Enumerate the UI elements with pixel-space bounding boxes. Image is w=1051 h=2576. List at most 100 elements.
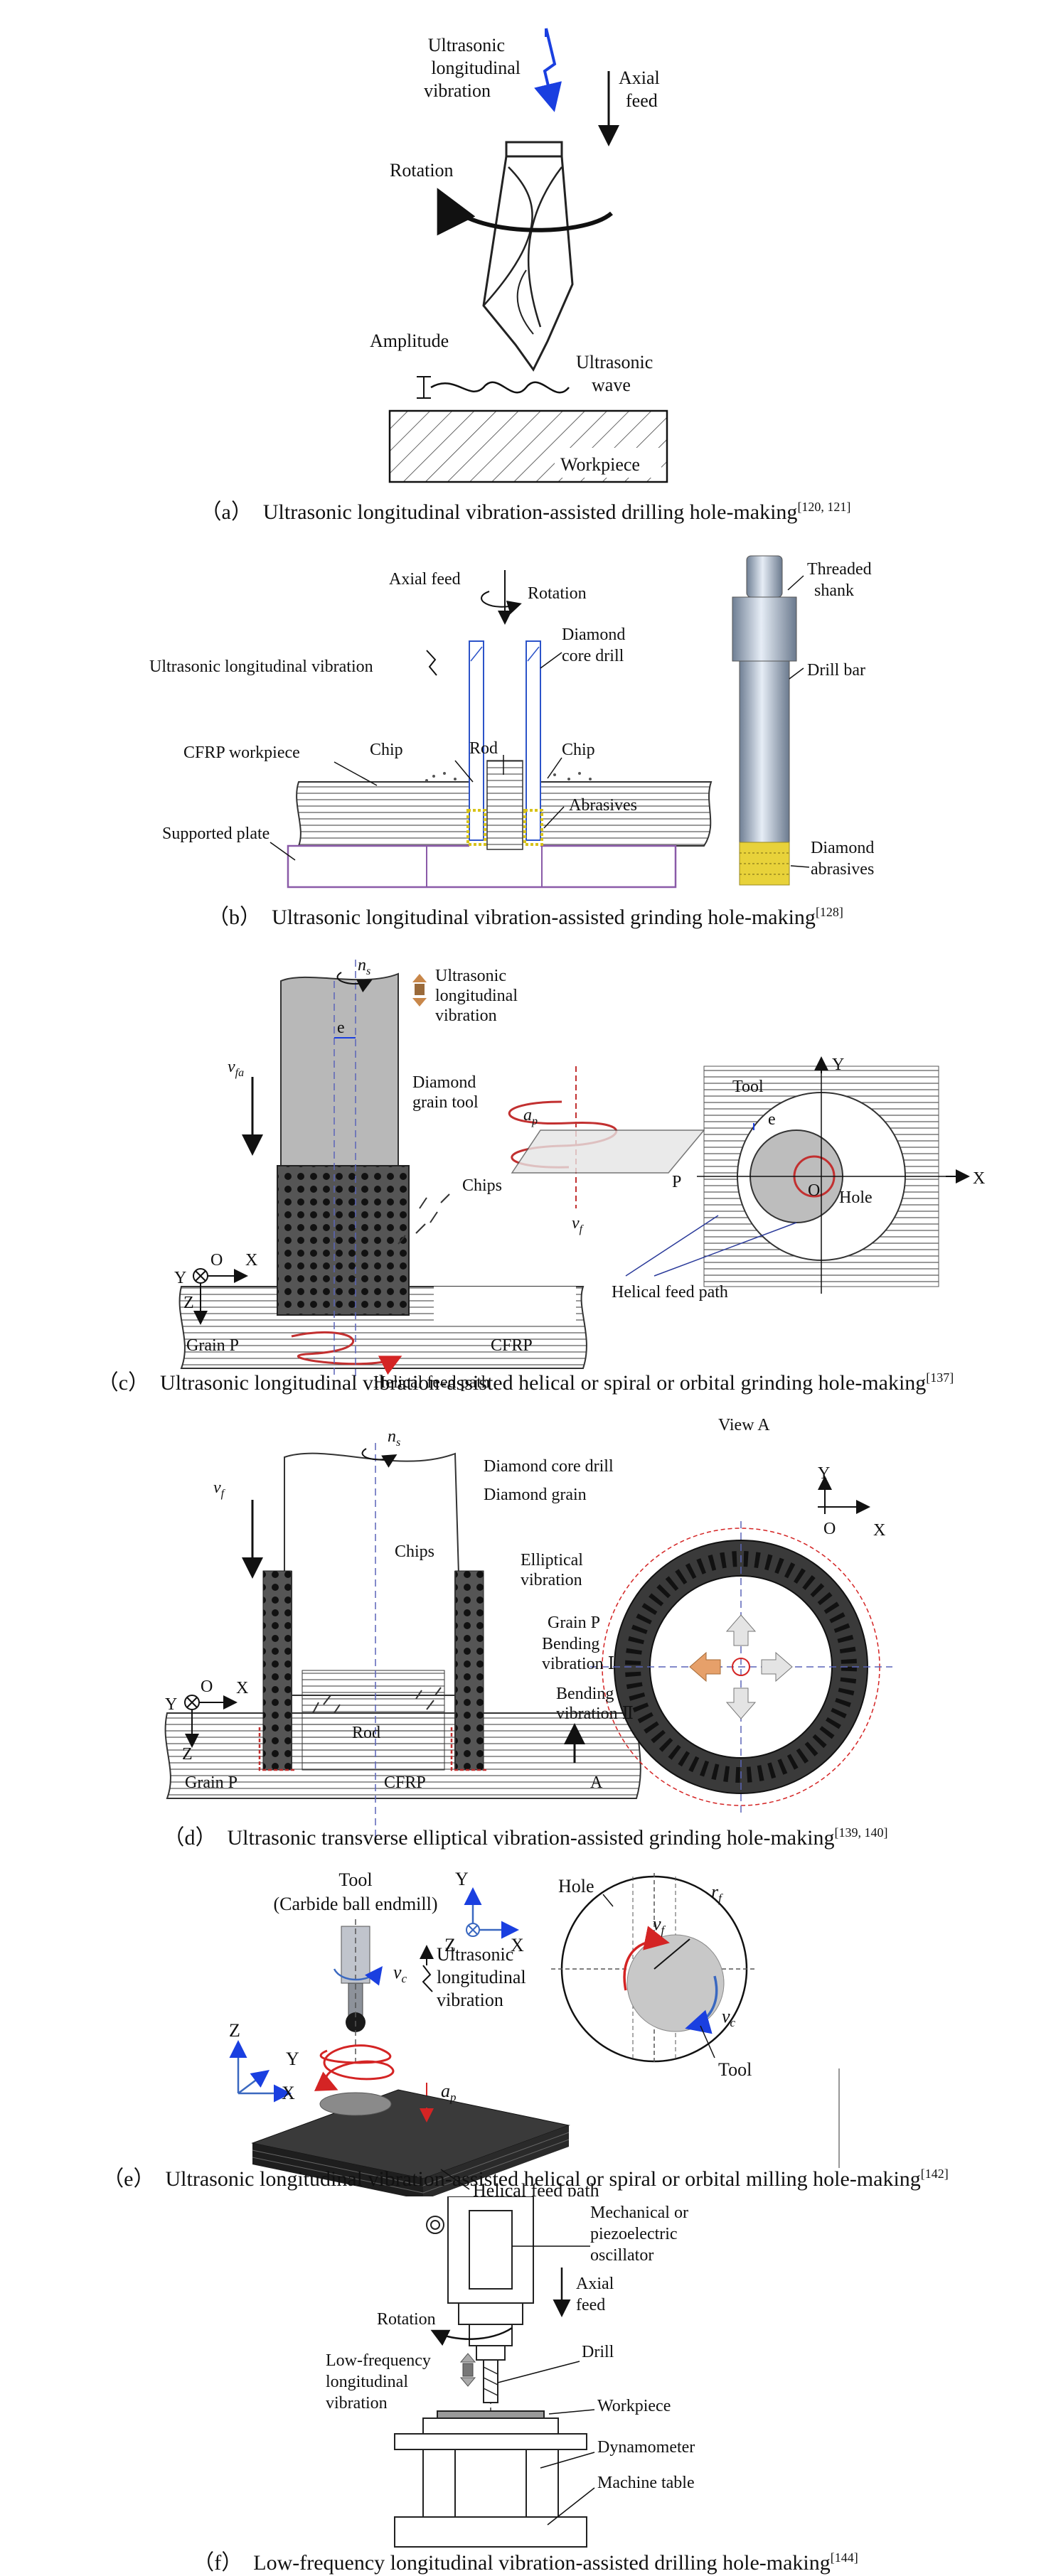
caption-tag: （b） [208, 906, 262, 929]
oscillator-housing [447, 2196, 534, 2403]
label-amplitude: Amplitude [370, 331, 449, 351]
label-e: e [337, 1019, 345, 1037]
label-oscillator-1: Mechanical or [590, 2204, 688, 2222]
label-ultrasonic-2: longitudinal [437, 1967, 526, 1987]
caption-tag: （d） [163, 1826, 217, 1850]
label-diamond-abr-1: Diamond [811, 839, 874, 857]
label-rotation: Rotation [377, 2310, 436, 2329]
label-axial-1: Axial [576, 2275, 614, 2293]
label-supported-plate: Supported plate [162, 825, 270, 843]
label-rf: rf [711, 1882, 723, 1905]
caption-text: Ultrasonic longitudinal vibration-assist… [165, 2167, 921, 2191]
caption-e: （e） Ultrasonic longitudinal vibration-as… [0, 2161, 1051, 2192]
label-chip-right: Chip [562, 741, 595, 759]
label-o: O [201, 1678, 213, 1696]
caption-text: Ultrasonic transverse elliptical vibrati… [227, 1826, 835, 1850]
panel-d: ns vf Diamond core drill Diamond grain C… [0, 1415, 1051, 1855]
caption-a: （a） Ultrasonic longitudinal vibration-as… [0, 494, 1051, 525]
grinding-diagram: Axial feed Rotation Ultrasonic longitudi… [149, 555, 874, 889]
label-ultrasonic-line1: Ultrasonic [428, 35, 505, 55]
ultrasonic-vibration-icon [426, 650, 437, 676]
chip-particles [312, 1687, 442, 1714]
label-ns: ns [358, 956, 370, 977]
label-ultrasonic-1: Ultrasonic [437, 1944, 513, 1965]
label-x: X [282, 2083, 295, 2103]
label-diamond-abr-2: abrasives [811, 860, 874, 879]
label-grain2: Grain P [548, 1614, 600, 1632]
rotation-icon [481, 591, 522, 615]
caption-text: Ultrasonic longitudinal vibration-assist… [272, 906, 816, 929]
label-bending1-1: Bending [542, 1635, 599, 1653]
label-view-a: View A [718, 1416, 770, 1434]
workpiece-plate [251, 2089, 570, 2196]
chip-particles [425, 772, 592, 782]
label-x2: X [873, 1521, 885, 1540]
helical-grinding-diagram: ns Ultrasonic longitudinal vibration e v… [174, 956, 985, 1392]
label-y: Y [286, 2049, 299, 2069]
label-rod: Rod [352, 1724, 380, 1742]
label-o2: O [823, 1520, 836, 1538]
label-x: X [236, 1679, 248, 1697]
elliptical-vibration-diagram: ns vf Diamond core drill Diamond grain C… [164, 1416, 892, 1841]
label-z: Z [182, 1745, 193, 1764]
panel-b: Axial feed Rotation Ultrasonic longitudi… [0, 547, 1051, 945]
label-hole: Hole [558, 1876, 594, 1896]
label-drill: Drill [582, 2343, 614, 2361]
view-a-ring [590, 1521, 892, 1813]
label-x2: X [973, 1169, 985, 1188]
label-axial-feed: Axial feed [389, 570, 461, 589]
caption-c: （c） Ultrasonic longitudinal vibration-as… [0, 1365, 1051, 1396]
panel-f: Mechanical or piezoelectric oscillator R… [0, 2196, 1051, 2575]
milling-diagram: Tool (Carbide ball endmill) vc Ultrasoni… [229, 1869, 840, 2196]
label-p: P [672, 1173, 681, 1191]
ultrasonic-wave [430, 381, 570, 394]
panel-c: ns Ultrasonic longitudinal vibration e v… [0, 952, 1051, 1400]
label-drill-bar: Drill bar [807, 661, 865, 680]
fixture-stack [394, 2410, 587, 2548]
label-threaded-2: shank [814, 581, 854, 600]
label-y: Y [165, 1695, 177, 1714]
label-rotation: Rotation [528, 584, 587, 603]
label-vf: vf [653, 1914, 666, 1937]
label-oscillator-2: piezoelectric [590, 2225, 678, 2243]
label-diamond-core: Diamond core drill [484, 1457, 614, 1476]
label-wave-line1: Ultrasonic [576, 352, 653, 372]
label-ultrasonic-line3: vibration [424, 80, 491, 101]
label-tool-2: (Carbide ball endmill) [273, 1894, 437, 1914]
label-x2: X [511, 1935, 524, 1955]
low-frequency-drilling-diagram: Mechanical or piezoelectric oscillator R… [326, 2196, 695, 2548]
caption-b: （b） Ultrasonic longitudinal vibration-as… [0, 899, 1051, 930]
label-hole: Hole [839, 1188, 873, 1207]
label-oscillator-3: oscillator [590, 2246, 653, 2265]
ultrasonic-vibration-icon [422, 1965, 433, 1992]
label-helical: Helical feed path [473, 2180, 599, 2196]
label-z: Z [229, 2020, 240, 2041]
label-diamond-core-2: core drill [562, 647, 624, 665]
drill-bit [482, 141, 574, 372]
diamond-core-drill [466, 640, 543, 850]
label-cfrp: CFRP [384, 1773, 426, 1792]
caption-text: Low-frequency longitudinal vibration-ass… [253, 2551, 831, 2575]
label-cfrp: CFRP [491, 1336, 533, 1355]
label-vc2: vc [722, 2006, 736, 2029]
label-o2: O [808, 1181, 820, 1200]
label-ultrasonic: Ultrasonic longitudinal vibration [149, 658, 373, 676]
caption-tag: （a） [200, 500, 252, 524]
caption-f: （f） Low-frequency longitudinal vibration… [0, 2545, 1051, 2576]
label-chips: Chips [395, 1542, 434, 1561]
label-vc: vc [393, 1962, 407, 1985]
label-z2: Z [444, 1935, 456, 1955]
label-workpiece: Workpiece [560, 454, 640, 475]
label-bending2-1: Bending [556, 1685, 614, 1703]
label-low-3: vibration [326, 2394, 388, 2413]
label-tool2: Tool [718, 2059, 752, 2080]
caption-ref: [144] [830, 2550, 858, 2565]
label-wave-line2: wave [592, 375, 631, 395]
rotation-arrow [437, 188, 613, 236]
caption-tag: （c） [97, 1371, 150, 1395]
caption-ref: [139, 140] [834, 1825, 888, 1840]
label-ns: ns [388, 1427, 400, 1449]
label-dynamometer: Dynamometer [597, 2438, 695, 2457]
label-ultrasonic-line2: longitudinal [431, 58, 521, 78]
label-cfrp: CFRP workpiece [183, 744, 300, 762]
